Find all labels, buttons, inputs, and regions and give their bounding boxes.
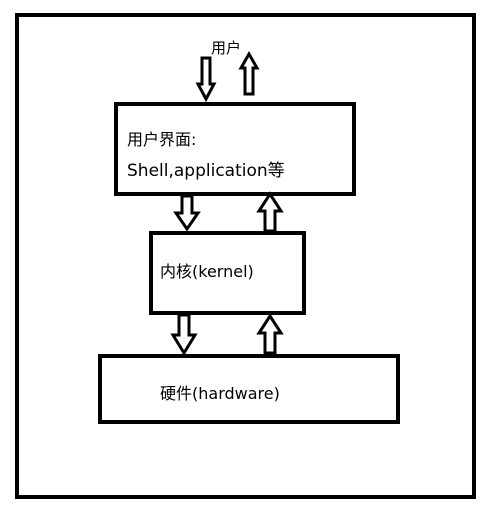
down-arrow-icon: [170, 313, 198, 356]
ui-layer-title: 用户界面:: [127, 130, 197, 149]
ui-layer-box: [114, 102, 356, 196]
outer-frame: [15, 13, 476, 499]
up-arrow-icon: [256, 313, 284, 355]
kernel-layer-label: 内核(kernel): [160, 262, 254, 281]
kernel-layer-box: [149, 231, 306, 315]
hardware-layer-label: 硬件(hardware): [160, 384, 280, 403]
ui-layer-subtitle: Shell,application等: [127, 161, 285, 181]
hardware-layer-box: [98, 354, 400, 424]
user-label: 用户: [211, 39, 242, 57]
up-arrow-icon: [256, 191, 284, 233]
up-arrow-icon: [238, 50, 260, 96]
down-arrow-icon: [195, 56, 217, 103]
down-arrow-icon: [173, 194, 201, 232]
